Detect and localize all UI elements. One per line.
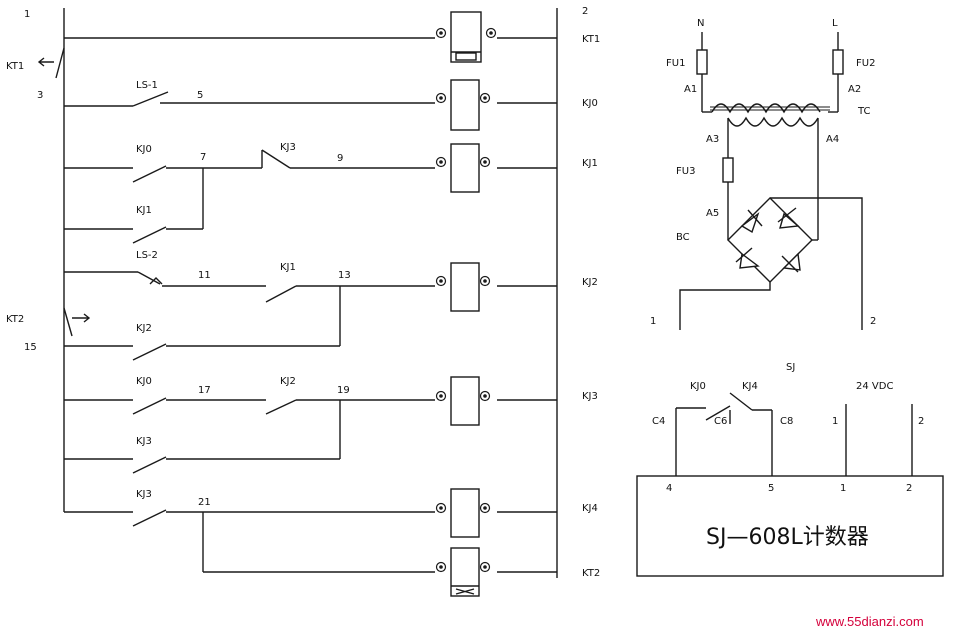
transformer-tc: TC bbox=[702, 103, 871, 200]
svg-text:KJ4: KJ4 bbox=[742, 381, 758, 392]
svg-text:C6: C6 bbox=[714, 416, 727, 427]
svg-text:24 VDC: 24 VDC bbox=[856, 381, 893, 392]
svg-text:A2: A2 bbox=[848, 84, 861, 95]
svg-text:KT2: KT2 bbox=[6, 314, 24, 325]
svg-text:LS-2: LS-2 bbox=[136, 250, 158, 261]
coil-kj2 bbox=[450, 262, 480, 312]
coil-kj1 bbox=[450, 143, 480, 193]
svg-text:BC: BC bbox=[676, 232, 690, 243]
svg-text:A1: A1 bbox=[684, 84, 697, 95]
kt2-contact: KT2 bbox=[6, 307, 91, 337]
rung-kj2: LS-2 11 KJ1 13 KJ2 KJ2 bbox=[64, 250, 598, 361]
svg-text:1: 1 bbox=[832, 416, 838, 427]
svg-text:5: 5 bbox=[768, 483, 774, 494]
counter-sj: SJ KJ0 KJ4 24 VDC C4 C6 C8 1 2 4 5 1 2 S… bbox=[636, 362, 944, 577]
svg-text:SJ: SJ bbox=[786, 362, 795, 373]
coil-label-kt1: KT1 bbox=[582, 34, 600, 45]
svg-text:FU1: FU1 bbox=[666, 58, 685, 69]
svg-text:11: 11 bbox=[198, 270, 211, 281]
rung-kj4: KJ3 21 KJ4 KT2 bbox=[64, 488, 600, 597]
svg-text:KJ3: KJ3 bbox=[136, 436, 152, 447]
svg-text:N: N bbox=[697, 18, 704, 29]
svg-text:9: 9 bbox=[337, 153, 343, 164]
svg-text:1: 1 bbox=[650, 316, 656, 327]
coil-kj0 bbox=[450, 79, 480, 131]
left-rail-label: 1 bbox=[24, 9, 30, 20]
svg-text:LS-1: LS-1 bbox=[136, 80, 158, 91]
coil-kj4 bbox=[450, 488, 480, 538]
node-3-label: 3 bbox=[37, 90, 43, 101]
fuse-fu3 bbox=[722, 157, 734, 183]
rung-kj1: KJ0 7 KJ3 9 KJ1 KJ1 bbox=[64, 142, 598, 244]
svg-text:TC: TC bbox=[857, 106, 871, 117]
coil-label-kj2: KJ2 bbox=[582, 277, 598, 288]
svg-text:KJ2: KJ2 bbox=[136, 323, 152, 334]
coil-label-kj1: KJ1 bbox=[582, 158, 598, 169]
rung-kj3: KJ0 17 KJ2 19 KJ3 KJ3 bbox=[64, 376, 598, 474]
fuse-fu1 bbox=[696, 49, 708, 75]
svg-text:2: 2 bbox=[906, 483, 912, 494]
svg-text:KT1: KT1 bbox=[6, 61, 24, 72]
bridge-rectifier-bc bbox=[679, 197, 863, 330]
svg-text:4: 4 bbox=[666, 483, 672, 494]
node-15-label: 15 bbox=[24, 342, 37, 353]
svg-text:L: L bbox=[832, 18, 838, 29]
svg-text:KJ3: KJ3 bbox=[280, 142, 296, 153]
coil-label-kj0: KJ0 bbox=[582, 98, 598, 109]
svg-text:1: 1 bbox=[840, 483, 846, 494]
coil-kt2 bbox=[450, 547, 480, 597]
svg-text:19: 19 bbox=[337, 385, 350, 396]
right-rail-label: 2 bbox=[582, 6, 588, 17]
ladder-diagram: 1 2 KT1 3 KT2 15 KT1 bbox=[6, 6, 600, 597]
counter-name: SJ—608L计数器 bbox=[706, 525, 869, 550]
coil-label-kt2: KT2 bbox=[582, 568, 600, 579]
svg-text:FU3: FU3 bbox=[676, 166, 695, 177]
svg-text:A3: A3 bbox=[706, 134, 719, 145]
watermark: www.55dianzi.com bbox=[815, 614, 924, 629]
svg-text:21: 21 bbox=[198, 497, 211, 508]
counter-box bbox=[636, 475, 944, 577]
svg-text:KJ1: KJ1 bbox=[136, 205, 152, 216]
power-supply: N L FU1 FU2 A1 A2 TC A3 A4 FU3 A5 BC bbox=[650, 18, 876, 330]
svg-text:A5: A5 bbox=[706, 208, 719, 219]
svg-text:KJ0: KJ0 bbox=[136, 376, 152, 387]
svg-text:7: 7 bbox=[200, 152, 206, 163]
svg-text:KJ2: KJ2 bbox=[280, 376, 296, 387]
svg-text:2: 2 bbox=[870, 316, 876, 327]
svg-text:KJ3: KJ3 bbox=[136, 489, 152, 500]
svg-text:5: 5 bbox=[197, 90, 203, 101]
svg-text:KJ1: KJ1 bbox=[280, 262, 296, 273]
svg-text:KJ0: KJ0 bbox=[690, 381, 706, 392]
svg-text:C8: C8 bbox=[780, 416, 793, 427]
svg-text:KJ0: KJ0 bbox=[136, 144, 152, 155]
fuse-fu2 bbox=[832, 49, 844, 75]
svg-text:17: 17 bbox=[198, 385, 211, 396]
rung-kj0: LS-1 5 KJ0 bbox=[64, 79, 598, 131]
svg-text:C4: C4 bbox=[652, 416, 665, 427]
svg-text:A4: A4 bbox=[826, 134, 839, 145]
svg-text:13: 13 bbox=[338, 270, 351, 281]
coil-label-kj3: KJ3 bbox=[582, 391, 598, 402]
rung-kt1: KT1 bbox=[64, 11, 600, 63]
coil-kj3 bbox=[450, 376, 480, 426]
svg-text:FU2: FU2 bbox=[856, 58, 875, 69]
kt1-contact: KT1 bbox=[6, 47, 65, 79]
coil-label-kj4: KJ4 bbox=[582, 503, 598, 514]
svg-text:2: 2 bbox=[918, 416, 924, 427]
